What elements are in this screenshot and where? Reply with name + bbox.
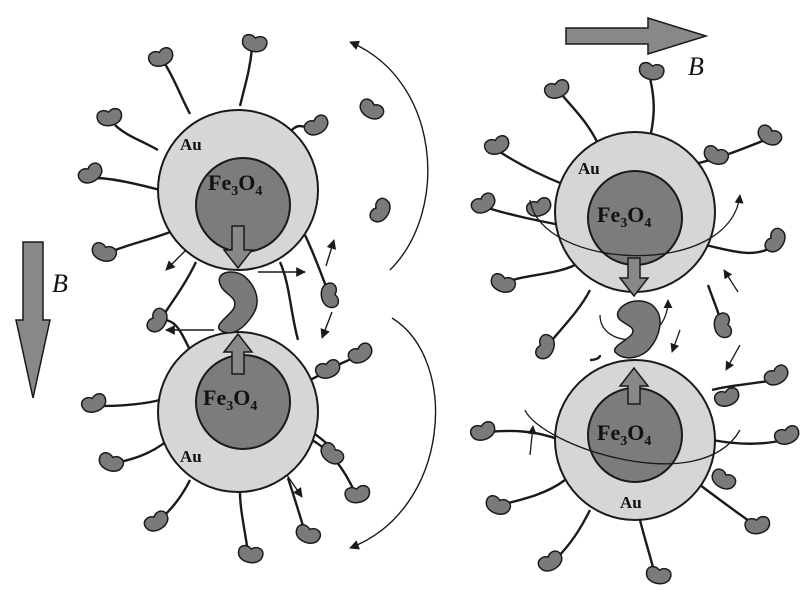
right-bottom-moment-arrow-icon — [618, 366, 650, 405]
left-bottom-moment-arrow-icon — [222, 332, 254, 375]
left-bottom-nanoparticle: Fe3O4 Au — [157, 331, 319, 493]
left-field-arrow-icon — [15, 241, 51, 399]
right-top-core-label: Fe3O4 — [597, 202, 651, 231]
right-top-moment-arrow-icon — [618, 257, 650, 298]
left-bottom-shell-label: Au — [180, 447, 202, 466]
left-top-moment-arrow-icon — [222, 225, 254, 270]
left-panel: B — [15, 32, 437, 566]
left-top-core-label: Fe3O4 — [208, 170, 262, 199]
right-field-arrow-icon — [565, 16, 709, 56]
left-top-shell-label: Au — [180, 135, 202, 154]
right-biomolecule-icon — [613, 300, 661, 359]
left-top-nanoparticle: Fe3O4 Au — [157, 109, 319, 271]
left-field-label: B — [52, 269, 68, 298]
right-bottom-shell-label: Au — [620, 493, 642, 512]
right-top-shell-label: Au — [578, 159, 600, 178]
right-bottom-core-label: Fe3O4 — [597, 420, 651, 449]
right-top-nanoparticle: Fe3O4 Au — [554, 131, 716, 298]
left-bottom-core-label: Fe3O4 — [203, 385, 257, 414]
right-field-label: B — [688, 52, 704, 81]
right-bottom-nanoparticle: Fe3O4 Au — [554, 359, 716, 521]
right-panel: B — [468, 16, 800, 587]
left-biomolecule-icon — [217, 271, 258, 334]
